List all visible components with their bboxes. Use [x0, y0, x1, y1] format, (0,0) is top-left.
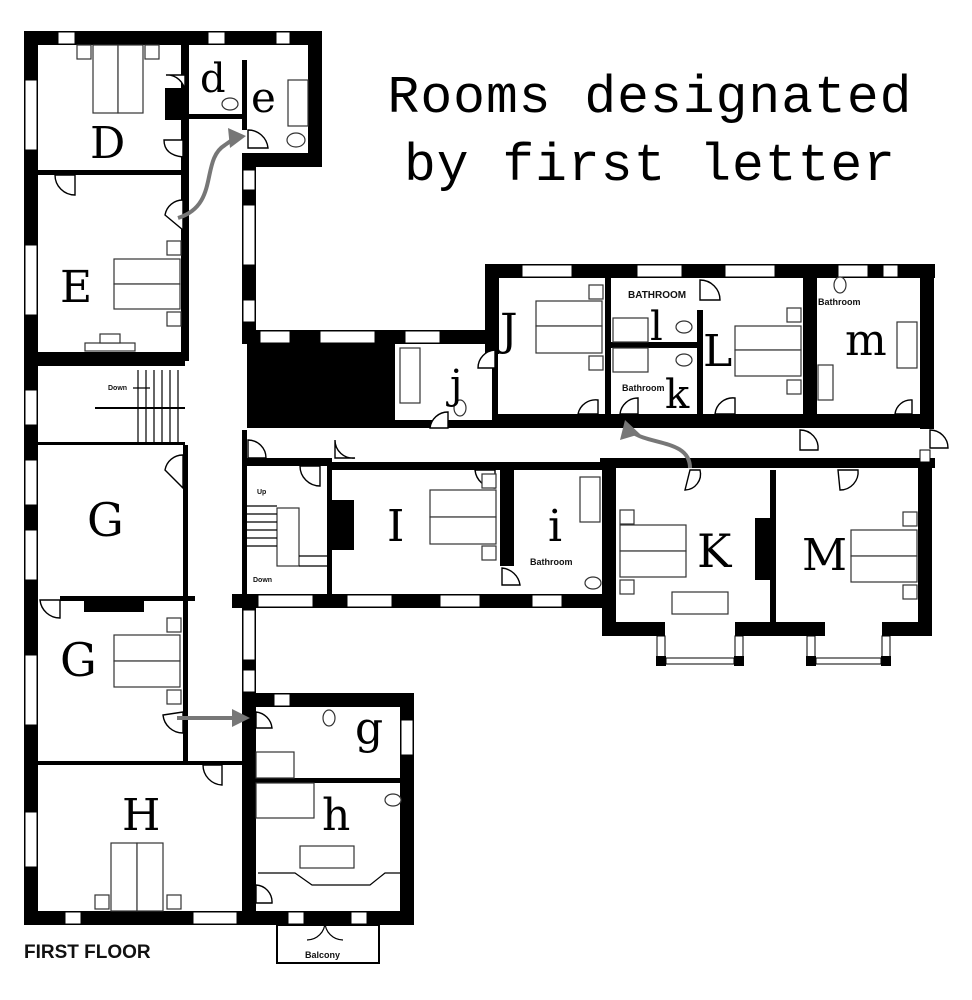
room-label-l: l — [650, 304, 663, 350]
balcony-label: Balcony — [305, 950, 340, 960]
bath-fixtures — [221, 79, 918, 886]
room-label-M: M — [802, 530, 847, 581]
room-label-J: J — [496, 305, 518, 356]
title-line-1: Rooms designated — [387, 68, 913, 128]
room-labels: D d e E G G g H h I i J j K k L l M m — [60, 56, 887, 841]
beds — [76, 44, 918, 912]
small-labels: BATHROOM Bathroom Bathroom Bathroom Balc… — [305, 290, 861, 960]
right-top-windows — [521, 264, 931, 463]
plan-title: Rooms designated by first letter — [345, 64, 955, 200]
room-label-D: D — [90, 118, 125, 169]
guide-arrows — [177, 128, 692, 727]
arrow-e-to-e-bathroom — [177, 138, 234, 220]
room-label-i: i — [548, 501, 562, 552]
room-label-j: j — [446, 362, 462, 408]
arrowhead-icon — [232, 709, 250, 727]
bathroom-label-l: BATHROOM — [628, 290, 686, 301]
stairs-up-label: Up — [257, 489, 266, 496]
room-label-k: k — [665, 372, 690, 418]
right-top-walls — [485, 264, 935, 468]
room-label-g: g — [355, 703, 383, 754]
room-label-G-lower: G — [60, 633, 97, 687]
km-walls — [602, 468, 932, 666]
room-label-G-upper: G — [87, 493, 124, 547]
central-windows — [257, 330, 563, 608]
balcony — [276, 924, 380, 964]
left-windows — [24, 31, 414, 925]
room-label-L: L — [703, 326, 732, 377]
title-line-2: by first letter — [403, 136, 897, 196]
central-walls — [232, 330, 602, 608]
doors — [39, 74, 949, 941]
room-label-H: H — [122, 790, 160, 841]
room-label-E: E — [60, 262, 92, 313]
room-label-m: m — [845, 315, 887, 366]
bathroom-label-i: Bathroom — [530, 557, 573, 567]
room-label-d: d — [200, 56, 226, 102]
room-label-K: K — [697, 524, 733, 578]
room-label-h: h — [322, 790, 350, 841]
floor-label: FIRST FLOOR — [24, 942, 151, 963]
stairs-center: Up Down — [247, 489, 327, 584]
bathroom-label-m: Bathroom — [818, 297, 861, 307]
arrowhead-icon — [620, 420, 640, 440]
stairs-left: Down — [95, 370, 185, 442]
stairs-down-label: Down — [253, 577, 272, 584]
arrowhead-icon — [228, 128, 246, 148]
room-label-I: I — [387, 501, 404, 552]
arrow-corridor-to-k — [630, 430, 692, 469]
room-label-e: e — [251, 73, 276, 122]
stairs-down-label-left: Down — [108, 385, 127, 392]
bathroom-label-k: Bathroom — [622, 383, 665, 393]
